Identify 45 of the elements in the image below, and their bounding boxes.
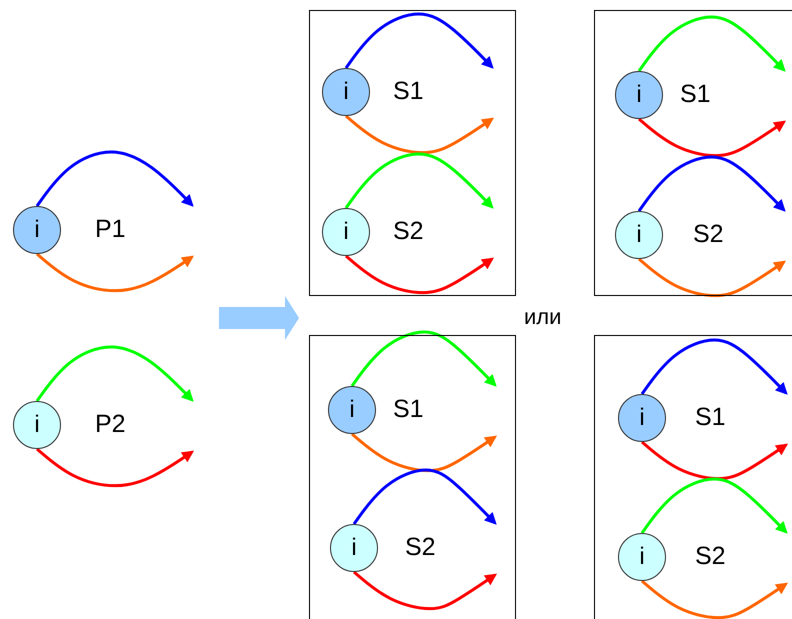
node-label: P1 [95,217,126,242]
frame-box [309,10,516,296]
node-label: P2 [95,412,126,437]
node-label: S1 [393,79,424,104]
node-label: S1 [680,82,711,107]
circle-node: i [322,208,370,256]
curved-arrow [638,16,786,72]
curved-arrow [352,468,497,525]
circle-node: i [615,71,663,119]
circle-node: i [330,524,378,572]
curved-arrow [345,254,494,294]
circle-node: i [615,211,663,259]
curved-arrow [344,12,494,69]
node-label: S2 [393,219,424,244]
circle-node: i [328,386,376,434]
curved-arrow [36,150,194,207]
curved-arrow [641,440,788,480]
node-label: S2 [693,222,724,247]
circle-node: i [618,533,666,581]
circle-node: i [13,401,61,449]
curved-arrow [350,330,497,387]
curved-arrow [345,114,494,154]
curved-arrow [638,118,786,158]
curved-arrow [36,252,194,292]
circle-node: i [13,206,61,254]
or-label: или [524,306,562,328]
node-label: S1 [393,397,424,422]
circle-node: i [322,68,370,116]
circle-node: i [618,394,666,442]
curved-arrow [638,258,786,298]
curved-arrow [36,448,194,488]
curved-arrow [640,478,788,534]
frame-box [594,10,792,296]
frame-box [309,335,516,619]
curved-arrow [638,156,786,212]
frame-box [594,335,792,619]
curved-arrow [640,338,788,395]
node-label: S1 [695,405,726,430]
curved-arrow [353,570,497,610]
curved-arrow [351,432,497,472]
node-label: S2 [405,535,436,560]
curved-arrow [641,580,788,619]
curved-arrow [36,346,194,402]
curved-arrow [344,152,494,209]
node-label: S2 [695,544,726,569]
